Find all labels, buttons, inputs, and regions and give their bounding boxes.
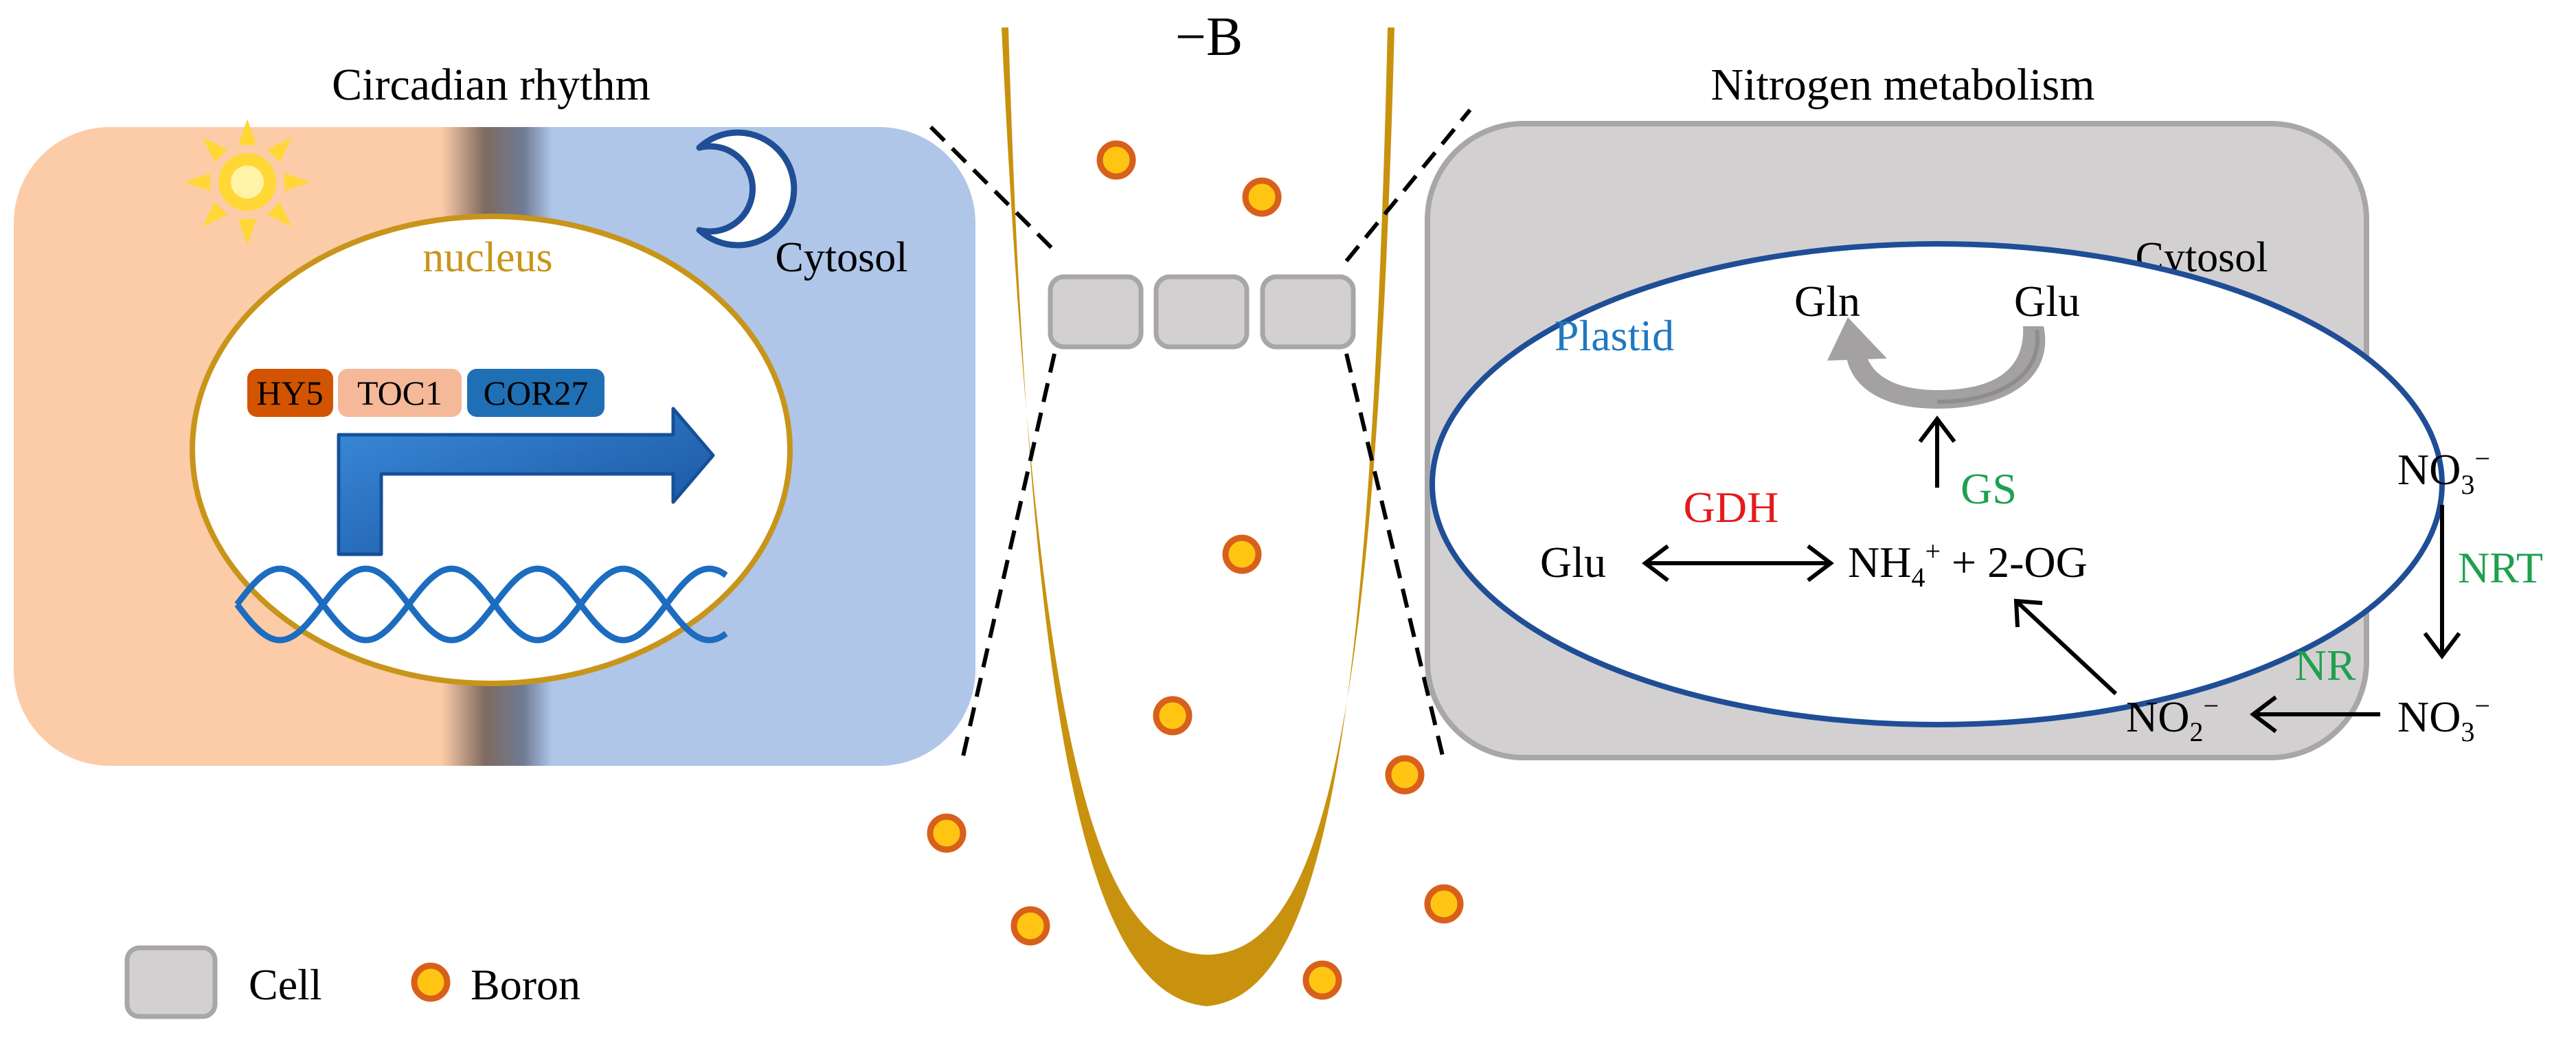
nh4-main: NH [1848,538,1911,587]
gene-hy5: HY5 [247,369,333,417]
no2-main: NO [2126,692,2189,741]
boron-deficiency-label: −B [1175,7,1243,67]
nr-label: NR [2295,641,2356,690]
boron-particle [1010,906,1050,946]
no3-bottom-subscript: 3 [2461,716,2474,747]
root-cell [1260,274,1356,350]
nh4-subscript: 4 [1911,562,1925,593]
gene-cor27-label: COR27 [484,374,589,412]
root-cells [1048,274,1356,350]
boron-particle [1222,534,1262,574]
nr-left-arrow-icon [2250,695,2380,734]
gdh-enzyme-label: GDH [1684,483,1779,532]
no3-bottom-main: NO [2397,692,2461,741]
nrt-label: NRT [2458,543,2543,592]
zoom-line [1344,353,1445,756]
circadian-rhythm-title: Circadian rhythm [332,60,651,110]
nrt-down-arrow-icon [2423,505,2461,659]
gs-cycle-highlight [1936,329,2040,404]
plastid-label: Plastid [1555,311,1674,360]
gs-cycle-arrowhead-icon [1827,317,1887,361]
nitrogen-metabolism-title: Nitrogen metabolism [1710,60,2094,110]
no3-bottom-superscript: − [2474,690,2490,721]
zoom-lines [929,109,1472,763]
no2-label: NO2− [2126,690,2219,747]
root-cell [1048,274,1144,350]
legend: Cell Boron [124,945,580,1019]
boron-particles [927,140,1464,1000]
nh4-og-label: NH4+ + 2-OG [1848,536,2088,593]
zoom-line [1344,109,1472,262]
no3-top-superscript: − [2474,443,2490,474]
og-label: + 2-OG [1941,538,2088,587]
glu-top-label: Glu [2014,277,2080,326]
left-cytosol-label: Cytosol [776,234,908,281]
root-tip [1002,27,1394,1006]
dna-helix-icon [234,565,728,644]
no3-top-label: NO3− [2397,443,2490,500]
gdh-double-arrow-icon [1642,544,1834,582]
gene-hy5-label: HY5 [256,374,323,412]
boron-particle [1302,960,1342,1000]
nucleus-label: nucleus [422,234,552,281]
legend-cell-swatch [124,945,218,1019]
boron-particle [1096,140,1136,180]
no2-subscript: 2 [2189,716,2203,747]
boron-particle [1153,696,1193,736]
boron-particle [1242,177,1282,217]
zoom-line [960,353,1057,763]
boron-particle [927,813,967,853]
gs-cycle-arrow-icon [1846,326,2046,409]
gene-toc1-label: TOC1 [357,374,442,412]
boron-particle [1424,884,1464,924]
glu-left-label: Glu [1540,538,1606,587]
no2-superscript: − [2203,690,2219,721]
boron-particle [1385,755,1425,795]
gln-label: Gln [1794,277,1860,326]
root-cell [1153,274,1250,350]
no3-top-main: NO [2397,445,2461,494]
gene-toc1: TOC1 [338,369,462,417]
legend-boron-label: Boron [471,960,580,1009]
gs-up-arrow-icon [1918,416,1956,488]
legend-boron-swatch [411,962,451,1002]
nh4-superscript: + [1925,536,1941,567]
sun-icon [184,119,310,245]
no2-to-nh4-arrow-icon [2013,598,2118,696]
transcription-arrow-icon [337,407,715,556]
no3-top-subscript: 3 [2461,469,2474,500]
gs-enzyme-label: GS [1961,464,2017,513]
legend-cell-label: Cell [249,960,322,1009]
gene-cor27: COR27 [467,369,605,417]
no3-bottom-label: NO3− [2397,690,2490,747]
moon-icon [696,129,798,249]
